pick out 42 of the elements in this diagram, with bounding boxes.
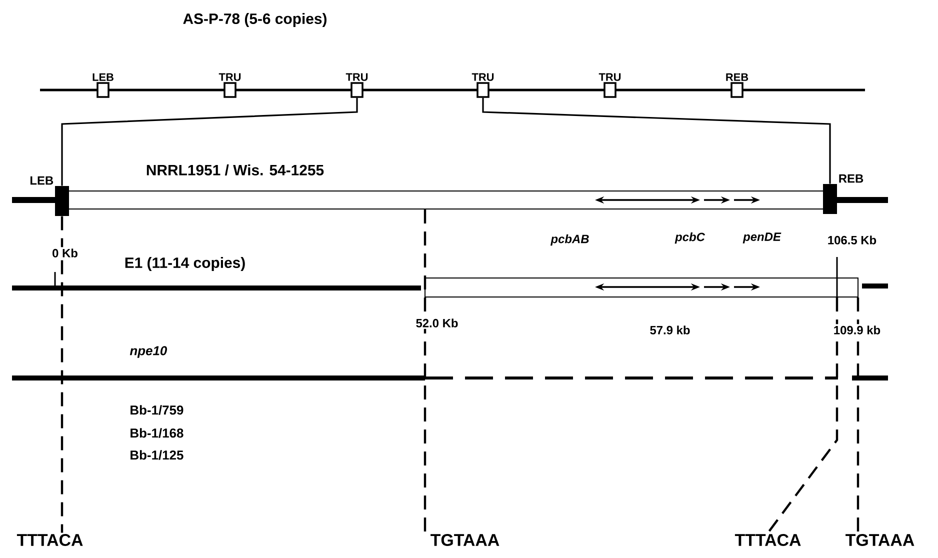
border-block: REB	[823, 174, 864, 214]
node-label: TRU	[598, 73, 621, 81]
position-label: 106.5 Kb	[826, 234, 878, 246]
node-label: TRU	[472, 73, 494, 81]
marker-box: TRU	[472, 73, 494, 98]
connector-line	[482, 98, 831, 184]
marker-box: TRU	[598, 73, 621, 98]
sequence-label: TGTAAA	[430, 534, 500, 546]
node-label: LEB	[92, 73, 114, 81]
border-block: LEB	[30, 176, 69, 216]
strain-label: Bb-1/759	[128, 404, 186, 416]
strain-label: Bb-1/125	[128, 448, 186, 462]
title: AS-P-78 (5-6 copies)	[181, 12, 329, 28]
connector-line	[61, 98, 358, 186]
position-label: 0 Kb	[50, 247, 80, 259]
node-label: LEB	[30, 176, 54, 185]
sequence-label: TGTAAA	[846, 534, 914, 546]
strain-label: NRRL1951 / Wis. 54-1255	[144, 162, 326, 178]
gene-label: pcbC	[674, 230, 706, 246]
gene-label: penDE	[742, 231, 782, 245]
sequence-label: TTTACA	[16, 534, 83, 546]
connector-line	[424, 210, 426, 533]
gene-region-box	[424, 278, 858, 298]
gene-label: pcbAB	[549, 232, 591, 248]
marker-box: TRU	[346, 73, 368, 98]
position-label: 109.9 kb	[832, 324, 882, 336]
marker-box: LEB	[92, 73, 114, 98]
connector-line	[856, 298, 860, 533]
position-label: 52.0 Kb	[414, 317, 460, 329]
connector-line	[60, 216, 64, 533]
strain-label: npe10	[128, 344, 169, 360]
strain-label: Bb-1/168	[128, 426, 186, 440]
marker-box: TRU	[218, 73, 241, 98]
marker-box: REB	[726, 73, 748, 98]
strain-label: E1 (11-14 copies)	[122, 256, 248, 272]
sequence-label: TTTACA	[734, 534, 801, 546]
node-label: REB	[839, 174, 864, 183]
position-label: 57.9 kb	[648, 324, 692, 336]
connector-line	[767, 298, 838, 534]
node-label: TRU	[346, 73, 368, 81]
node-label: REB	[726, 73, 748, 81]
node-label: TRU	[218, 73, 241, 81]
